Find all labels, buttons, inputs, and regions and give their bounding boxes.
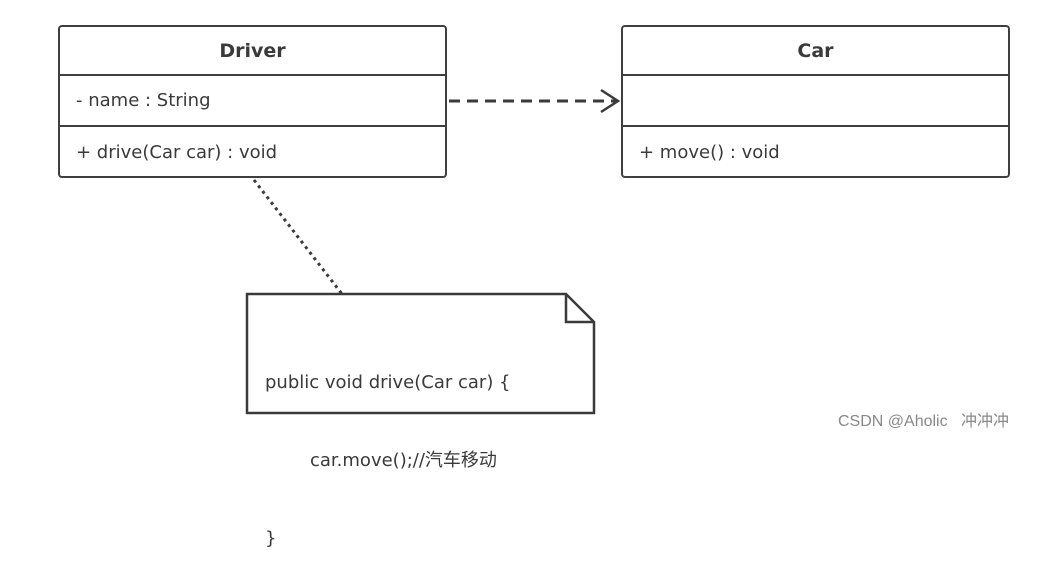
note-line-3: } (265, 528, 277, 549)
class-car-name: Car (623, 27, 1008, 76)
note-line-2: car.move();//汽车移动 (310, 450, 497, 471)
class-driver-operation: + drive(Car car) : void (76, 142, 278, 163)
dependency-arrowhead (600, 88, 621, 114)
class-car-operation: + move() : void (639, 142, 780, 163)
class-driver-name: Driver (60, 27, 445, 76)
note-text: public void drive(Car car) { car.move();… (265, 318, 511, 578)
watermark: CSDN @Aholic 冲冲冲 (838, 413, 1009, 430)
class-driver-attribute: - name : String (76, 90, 211, 111)
note-fold (564, 294, 594, 324)
class-driver-operations: + drive(Car car) : void (60, 127, 445, 176)
note-anchor-line (252, 179, 344, 295)
class-car-operations: + move() : void (623, 127, 1008, 176)
class-driver-attributes: - name : String (60, 76, 445, 127)
class-car-attributes (623, 76, 1008, 127)
note-line-1: public void drive(Car car) { (265, 372, 511, 393)
class-car[interactable]: Car + move() : void (621, 25, 1010, 178)
class-driver[interactable]: Driver - name : String + drive(Car car) … (58, 25, 447, 178)
